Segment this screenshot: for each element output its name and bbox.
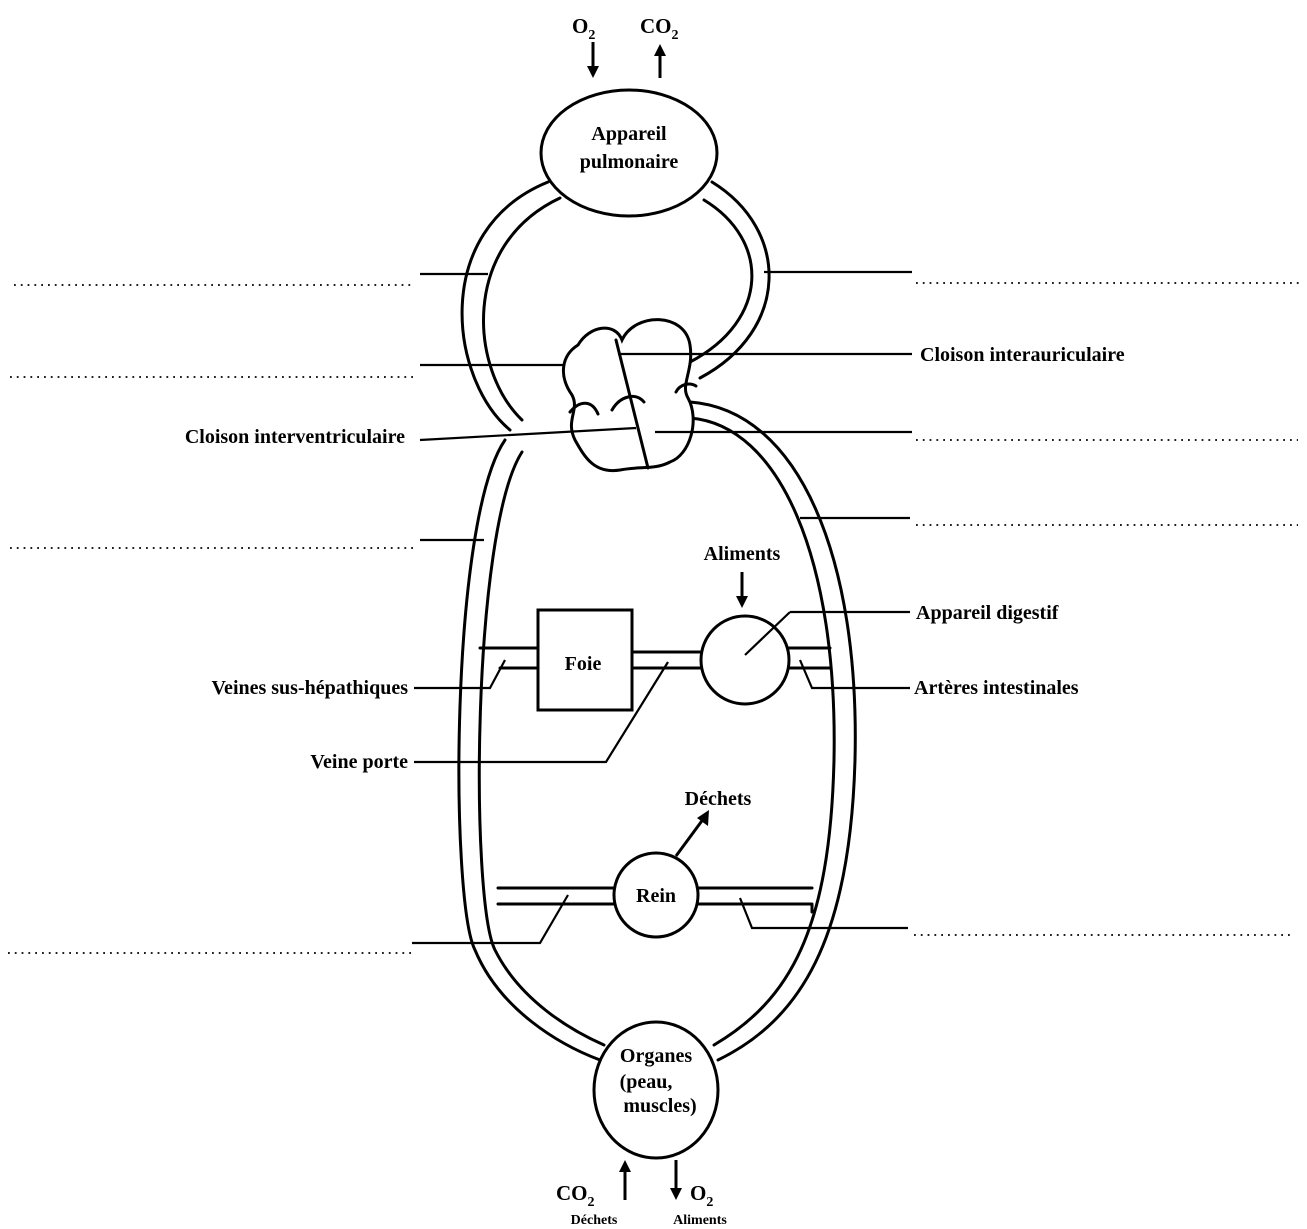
waste-arrow bbox=[676, 818, 704, 856]
digestive-system-label: Appareil digestif bbox=[916, 602, 1059, 624]
top-o2-label: O2 bbox=[572, 14, 595, 43]
o2-in-bottom-arrowhead bbox=[670, 1188, 682, 1200]
hepatic-veins-label: Veines sus-hépathiques bbox=[211, 677, 408, 699]
bottom-o2-label: O2 bbox=[690, 1181, 713, 1210]
co2-out-arrowhead bbox=[654, 44, 666, 56]
top-co2-label: CO2 bbox=[640, 14, 679, 43]
lung-label-line2: pulmonaire bbox=[580, 151, 679, 173]
pulmonary-vein-inner bbox=[690, 200, 752, 362]
pulmonary-artery-outer bbox=[462, 182, 548, 430]
bottom-food-label: Aliments bbox=[673, 1213, 727, 1228]
systemic-vessels bbox=[459, 402, 855, 1060]
food-label: Aliments bbox=[704, 543, 781, 565]
food-arrowhead bbox=[736, 596, 748, 608]
intestinal-arteries-label: Artères intestinales bbox=[914, 677, 1079, 699]
tissues-label-line3: muscles) bbox=[623, 1095, 696, 1117]
kidney-label: Rein bbox=[636, 885, 676, 907]
digestive-organ bbox=[701, 616, 789, 704]
bottom-waste-label: Déchets bbox=[571, 1213, 618, 1228]
vena-cava-inner bbox=[479, 452, 604, 1045]
renal-artery-lower bbox=[694, 904, 812, 912]
interatrial-septum-label: Cloison interauriculaire bbox=[920, 344, 1125, 366]
renal-circuit: Rein Déchets bbox=[498, 788, 812, 937]
lung-label-line1: Appareil bbox=[591, 123, 667, 145]
bottom-co2-label: CO2 bbox=[556, 1181, 595, 1210]
portal-vein-label: Veine porte bbox=[310, 751, 408, 773]
tissues-label-line2: (peau, bbox=[620, 1071, 673, 1093]
aorta-outer bbox=[690, 402, 855, 1060]
tissues-label-line1: Organes bbox=[620, 1045, 692, 1067]
co2-out-bottom-arrowhead bbox=[619, 1160, 631, 1172]
o2-in-arrowhead bbox=[587, 66, 599, 78]
aorta-inner bbox=[690, 418, 834, 1045]
heart bbox=[563, 320, 696, 471]
pulmonary-artery-inner bbox=[484, 198, 560, 420]
waste-label: Déchets bbox=[685, 788, 752, 810]
top-gas-exchange: O2 CO2 bbox=[572, 14, 679, 78]
bottom-gas-exchange: CO2 O2 Déchets Aliments bbox=[556, 1160, 727, 1228]
liver-label: Foie bbox=[565, 653, 602, 675]
interventricular-septum-label: Cloison interventriculaire bbox=[185, 426, 405, 448]
